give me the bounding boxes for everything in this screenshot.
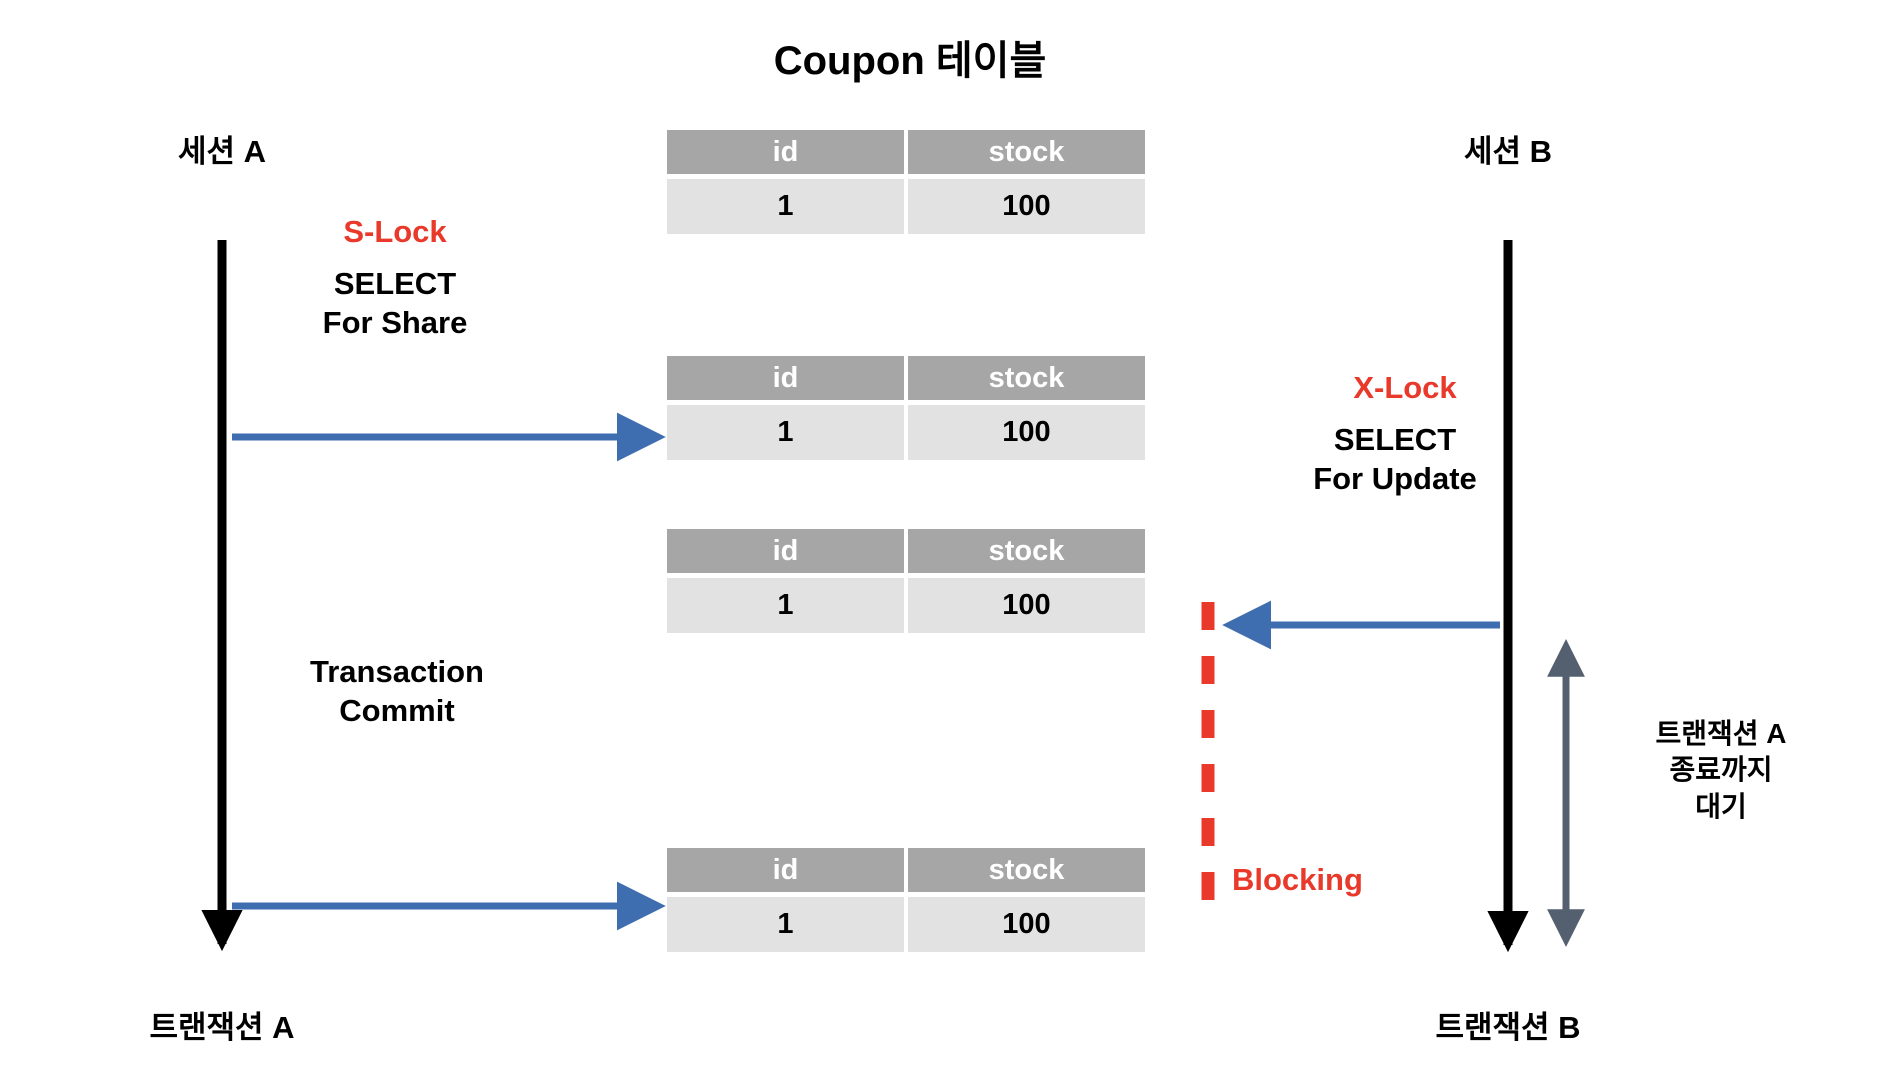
statement-line-2: For Share	[322, 305, 468, 341]
column-header-stock: stock	[908, 356, 1145, 400]
cell-stock: 100	[908, 897, 1145, 952]
cell-id: 1	[667, 897, 904, 952]
column-header-id: id	[667, 848, 904, 892]
statement-select-for-update: SELECT For Update	[1240, 420, 1550, 498]
statement-line-2: Commit	[339, 693, 455, 729]
column-header-id: id	[667, 130, 904, 174]
statement-line-1: SELECT	[333, 266, 457, 301]
wait-note-line-2: 종료까지	[1669, 754, 1773, 786]
lane-label-transaction-a: 트랜잭션 A	[149, 1010, 295, 1045]
column-header-stock: stock	[908, 848, 1145, 892]
cell-stock: 100	[908, 405, 1145, 460]
column-header-id: id	[667, 529, 904, 573]
column-header-id: id	[667, 356, 904, 400]
statement-line-1: Transaction	[310, 654, 484, 689]
cell-stock: 100	[908, 179, 1145, 234]
wait-note: 트랜잭션 A 종료까지 대기	[1606, 716, 1836, 825]
statement-line-1: SELECT	[1333, 422, 1457, 457]
statement-line-2: For Update	[1313, 461, 1477, 497]
lock-label-s-lock: S-Lock	[343, 214, 447, 249]
blocking-label: Blocking	[1232, 862, 1363, 897]
statement-transaction-commit: Transaction Commit	[232, 652, 562, 730]
lane-label-session-b: 세션 B	[1463, 134, 1553, 169]
statement-select-for-share: SELECT For Share	[250, 264, 540, 342]
cell-id: 1	[667, 179, 904, 234]
cell-id: 1	[667, 578, 904, 633]
column-header-stock: stock	[908, 529, 1145, 573]
cell-stock: 100	[908, 578, 1145, 633]
wait-note-line-3: 대기	[1695, 790, 1747, 822]
column-header-stock: stock	[908, 130, 1145, 174]
wait-note-line-1: 트랜잭션 A	[1655, 718, 1787, 749]
page-title: Coupon 테이블	[773, 39, 1047, 83]
lock-label-x-lock: X-Lock	[1353, 370, 1457, 405]
cell-id: 1	[667, 405, 904, 460]
lane-label-transaction-b: 트랜잭션 B	[1435, 1010, 1581, 1045]
lane-label-session-a: 세션 A	[177, 134, 267, 169]
